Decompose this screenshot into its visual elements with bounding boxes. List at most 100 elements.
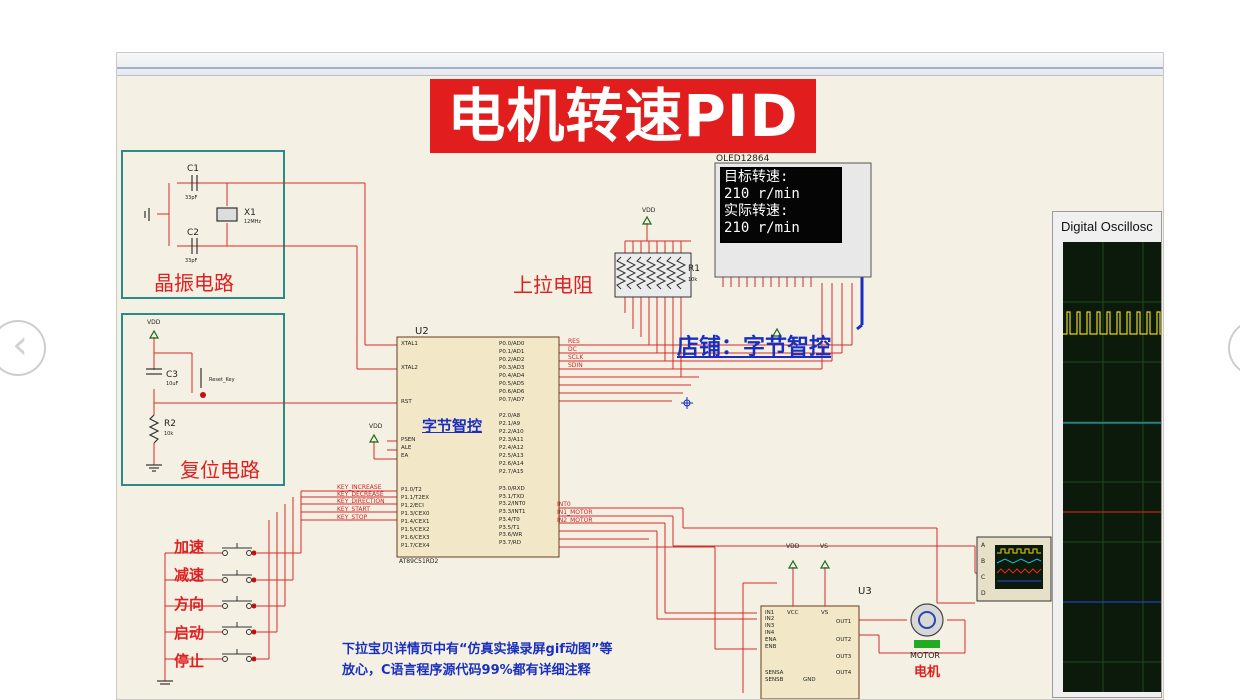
driver-pin-left: ENA [765, 637, 777, 643]
mcu-pin-right: P3.5/T1 [499, 524, 520, 531]
oscilloscope-title: Digital Oscillosc [1061, 219, 1153, 234]
mcu-pin-right: P2.4/A12 [499, 445, 524, 451]
note-line-2: 放心，C语言程序源代码99%都有详细注释 [342, 663, 591, 678]
net-key-direction: KEY_DIRECTION [337, 498, 385, 505]
driver-pin-left: SENSA [765, 670, 784, 676]
oled-part-label: OLED12864 [716, 154, 770, 164]
mcu-pin-right: P0.0/AD0 [499, 341, 525, 347]
mcu-pin-right: P3.1/TXD [499, 493, 525, 500]
mcu-pin-right: P2.7/A15 [499, 469, 524, 475]
x1-ref: X1 [244, 208, 256, 218]
reset-circuit-box [121, 313, 285, 486]
mcu-pin-right: P0.6/AD6 [499, 389, 525, 395]
mcu-pin-right: P3.2/INT0 [499, 501, 526, 508]
mcu-pin-right: P3.0/RXD [499, 486, 525, 492]
mcu-pin-left: P1.6/CEX3 [401, 535, 430, 541]
mcu-pin-right: P2.0/A8 [499, 413, 521, 419]
ea-vdd-label: VDD [369, 423, 383, 430]
c2-ref: C2 [187, 228, 200, 238]
r1-ref: R1 [688, 264, 700, 274]
net-key-stop: KEY_STOP [337, 514, 368, 521]
r2-ref: R2 [164, 419, 176, 429]
note-line-1: 下拉宝贝详情页中有“仿真实操录屏gif动图”等 [342, 642, 613, 657]
mcu-pin-left: P1.3/CEX0 [401, 511, 430, 517]
mcu-pin-right: P2.3/A11 [499, 437, 524, 443]
driver-pin-left: IN1 [765, 610, 775, 616]
mcu-ref: U2 [415, 326, 429, 337]
mcu-pin-left: P1.4/CEX1 [401, 519, 430, 525]
oscilloscope-screen [1063, 242, 1161, 692]
driver-pin-left: ENB [765, 644, 777, 650]
c2-value: 33pF [185, 258, 198, 264]
driver-pin-left: IN3 [765, 623, 775, 629]
pullup-resistor-label: 上拉电阻 [513, 273, 593, 297]
driver-pin-bottom: GND [803, 677, 816, 683]
shop-label: 店铺：字节智控 [677, 335, 832, 360]
driver-pin-top: VS [821, 610, 829, 616]
net-key-increase: KEY_INCREASE [337, 484, 382, 491]
mcu-pin-left: XTAL1 [401, 341, 418, 347]
driver-pin-right: OUT4 [836, 670, 852, 676]
net-key-start: KEY_START [337, 506, 370, 513]
mcu-pin-left: P1.2/ECI [401, 503, 424, 509]
driver-pin-right: OUT2 [836, 637, 852, 643]
driver-vdd-label: VDD [786, 543, 800, 550]
mcu-pin-left: ALE [401, 445, 412, 451]
net-in2-motor: IN2_MOTOR [557, 517, 593, 524]
mcu-pin-right: P2.2/A10 [499, 429, 524, 435]
button-label-accelerate: 加速 [174, 538, 205, 556]
oled-line-1: 目标转速: [724, 169, 789, 185]
motor-part-label: MOTOR [910, 651, 940, 660]
button-label-decelerate: 减速 [174, 566, 205, 584]
schematic-wiring [144, 162, 1052, 699]
crystal-circuit-label: 晶振电路 [154, 271, 234, 295]
mcu-pin-right: P0.7/AD7 [499, 397, 525, 403]
pullup-vdd-label: VDD [642, 207, 656, 214]
oled-line-3: 实际转速: [724, 203, 789, 219]
net-in1-motor: IN1_MOTOR [557, 509, 593, 516]
mcu-pin-left: P1.5/CEX2 [401, 527, 430, 533]
r2-value: 10k [164, 431, 174, 437]
sheet-toolbar [117, 53, 1163, 76]
mcu-brand-label: 字节智控 [422, 417, 483, 435]
mcu-pin-left: P1.0/T2 [401, 487, 422, 493]
mcu-pin-right: P0.1/AD1 [499, 349, 525, 355]
net-dc: DC [568, 346, 577, 353]
mcu-pin-right: P0.5/AD5 [499, 381, 525, 387]
mcu-pin-right: P3.4/T0 [499, 516, 520, 523]
mcu-pin-right: P0.2/AD2 [499, 357, 525, 363]
mcu-pin-left: EA [401, 453, 409, 459]
mcu-pin-right: P3.7/RD [499, 539, 521, 546]
mcu-pin-right: P0.3/AD3 [499, 365, 525, 371]
motor-label: 电机 [914, 665, 941, 680]
mcu-pin-right: P3.6/WR [499, 532, 523, 539]
scope-channel-c: C [981, 574, 986, 581]
driver-ref: U3 [858, 586, 872, 597]
button-label-stop: 停止 [174, 652, 205, 670]
mcu-pin-left: P1.1/T2EX [401, 495, 430, 501]
prev-image-button[interactable]: ‹ [0, 320, 46, 376]
reset-key-label: Reset_Key [209, 377, 235, 383]
chevron-left-icon: ‹ [12, 322, 28, 368]
driver-pin-left: IN4 [765, 630, 775, 636]
button-label-start: 启动 [174, 624, 205, 642]
oled-line-2: 210 r/min [724, 186, 800, 202]
mcu-pin-right: P3.3/INT1 [499, 509, 526, 516]
driver-vs-label: VS [820, 543, 828, 550]
next-image-button[interactable]: › [1228, 320, 1240, 376]
c3-value: 10uF [166, 381, 179, 387]
net-sdin: SDIN [568, 362, 583, 369]
oscilloscope-window[interactable]: Digital Oscillosc [1052, 211, 1162, 698]
net-key-decrease: KEY_DECREASE [337, 491, 384, 498]
r1-value: 10k [688, 277, 698, 283]
reset-vdd-label: VDD [147, 319, 161, 326]
scope-channel-a: A [981, 542, 986, 549]
net-sclk: SCLK [568, 354, 584, 361]
mcu-pin-left: PSEN [401, 437, 416, 443]
driver-pin-right: OUT3 [836, 654, 852, 660]
mcu-pin-right: P2.6/A14 [499, 461, 524, 467]
mcu-pin-left: XTAL2 [401, 365, 418, 371]
driver-pin-top: VCC [787, 610, 799, 616]
net-int0: INT0 [557, 501, 571, 508]
crystal-circuit-box [121, 150, 285, 299]
